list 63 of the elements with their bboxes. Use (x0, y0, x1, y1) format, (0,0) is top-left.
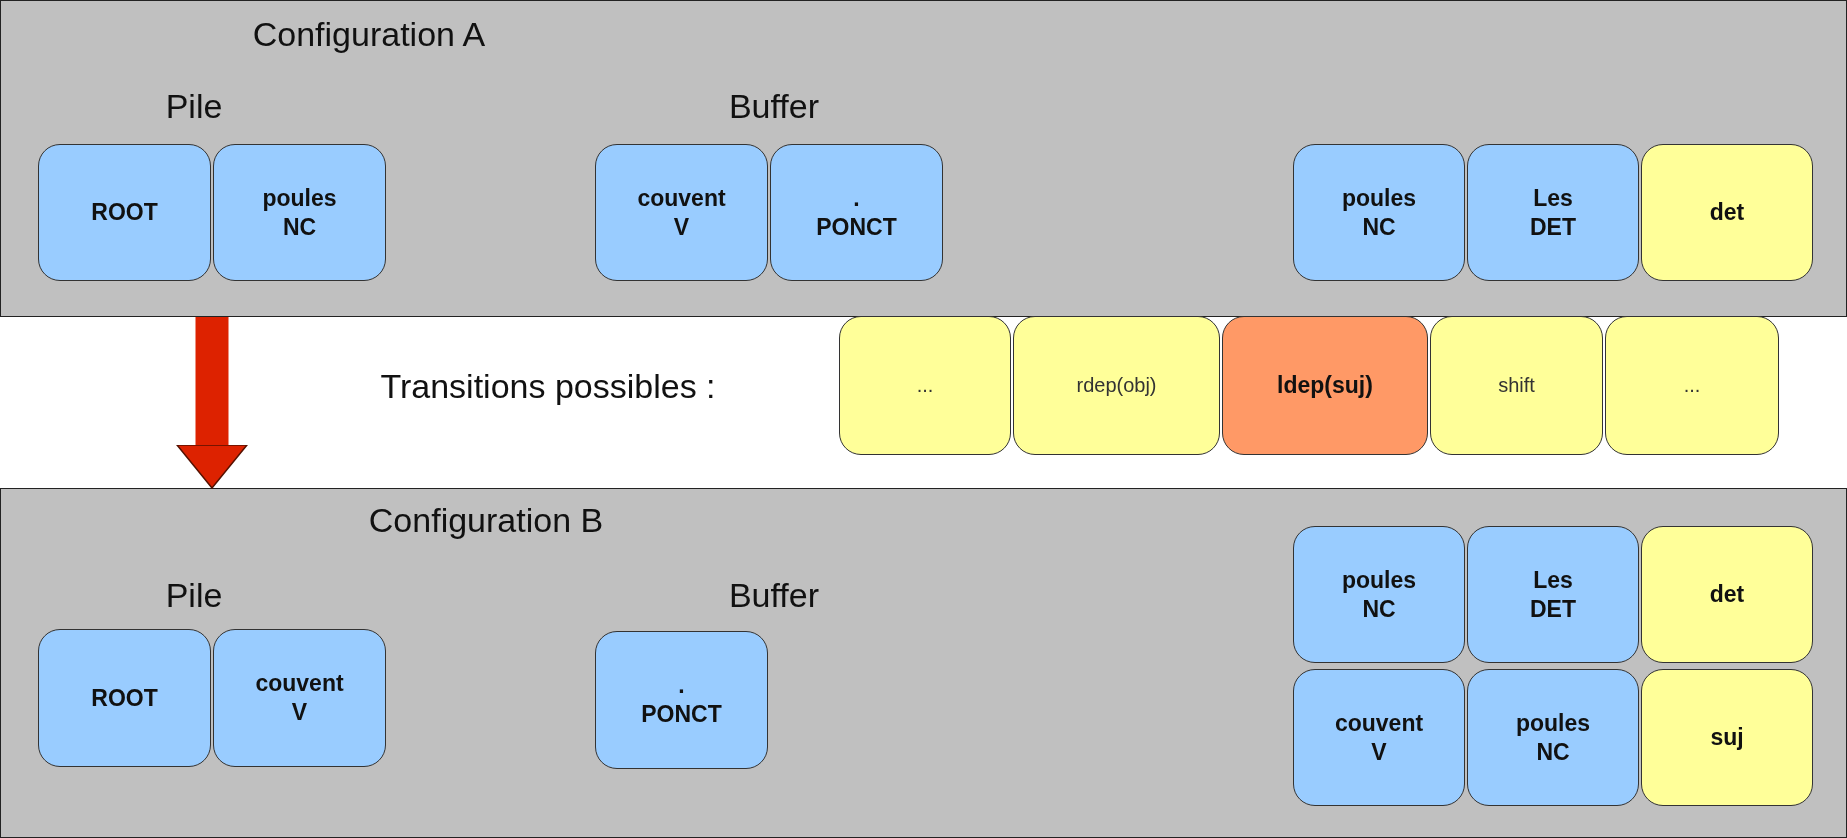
transition-box (839, 316, 1011, 455)
token-box (1293, 144, 1465, 281)
section-label: Buffer (728, 86, 820, 126)
tag-text: V (291, 698, 308, 727)
token-box (38, 629, 211, 767)
transition-box (1430, 316, 1603, 455)
transition-box (1605, 316, 1779, 455)
token-box (1467, 526, 1639, 663)
box-text: suj (1710, 723, 1744, 752)
tag-text: NC (1362, 594, 1396, 624)
box-text: det (1709, 580, 1745, 609)
token-box (213, 629, 386, 767)
token-box (38, 144, 211, 281)
tag-text: DET (1530, 212, 1576, 242)
label-box (1641, 144, 1813, 281)
tag-text: NC (1536, 737, 1570, 767)
word-text: poules (1515, 708, 1591, 738)
label-box (1641, 669, 1813, 806)
word-text: couvent (637, 183, 726, 213)
token-box (1467, 669, 1639, 806)
box-text: ... (1683, 373, 1701, 398)
token-box (770, 144, 943, 281)
section-label: Buffer (728, 575, 820, 615)
transition-box (1013, 316, 1220, 455)
token-box (595, 144, 768, 281)
word-text: ROOT (91, 198, 158, 227)
token-box (1293, 526, 1465, 663)
word-text: poules (262, 183, 337, 213)
panel-title: Configuration A (251, 15, 487, 54)
word-text: poules (1341, 183, 1417, 213)
configuration-panel (0, 488, 1847, 838)
token-box (595, 631, 768, 769)
word-text: Les (1533, 565, 1573, 595)
token-box (213, 144, 386, 281)
word-text: couvent (1334, 708, 1424, 738)
tag-text: V (1371, 737, 1387, 767)
tag-text: NC (282, 212, 317, 242)
panel-title: Configuration B (367, 501, 605, 540)
section-label: Pile (165, 86, 223, 126)
label-box (1641, 526, 1813, 663)
token-box (1467, 144, 1639, 281)
tag-text: PONCT (816, 212, 897, 242)
word-text: couvent (255, 669, 344, 698)
box-text: det (1709, 198, 1745, 227)
section-label: Pile (165, 575, 223, 615)
tag-text: DET (1530, 594, 1576, 624)
box-text: ldep(suj) (1277, 371, 1373, 400)
arrow (176, 317, 248, 489)
box-text: shift (1498, 373, 1535, 398)
word-text: ROOT (91, 683, 158, 713)
transition-box (1222, 316, 1428, 455)
section-label: Transitions possibles : (380, 366, 716, 406)
word-text: . (678, 671, 685, 700)
tag-text: PONCT (641, 700, 722, 729)
token-box (1293, 669, 1465, 806)
tag-text: V (673, 212, 690, 242)
box-text: rdep(obj) (1076, 373, 1157, 398)
word-text: . (853, 183, 860, 213)
box-text: ... (916, 373, 934, 398)
word-text: Les (1533, 183, 1573, 213)
word-text: poules (1341, 565, 1417, 595)
tag-text: NC (1362, 212, 1396, 242)
configuration-panel (0, 0, 1847, 317)
